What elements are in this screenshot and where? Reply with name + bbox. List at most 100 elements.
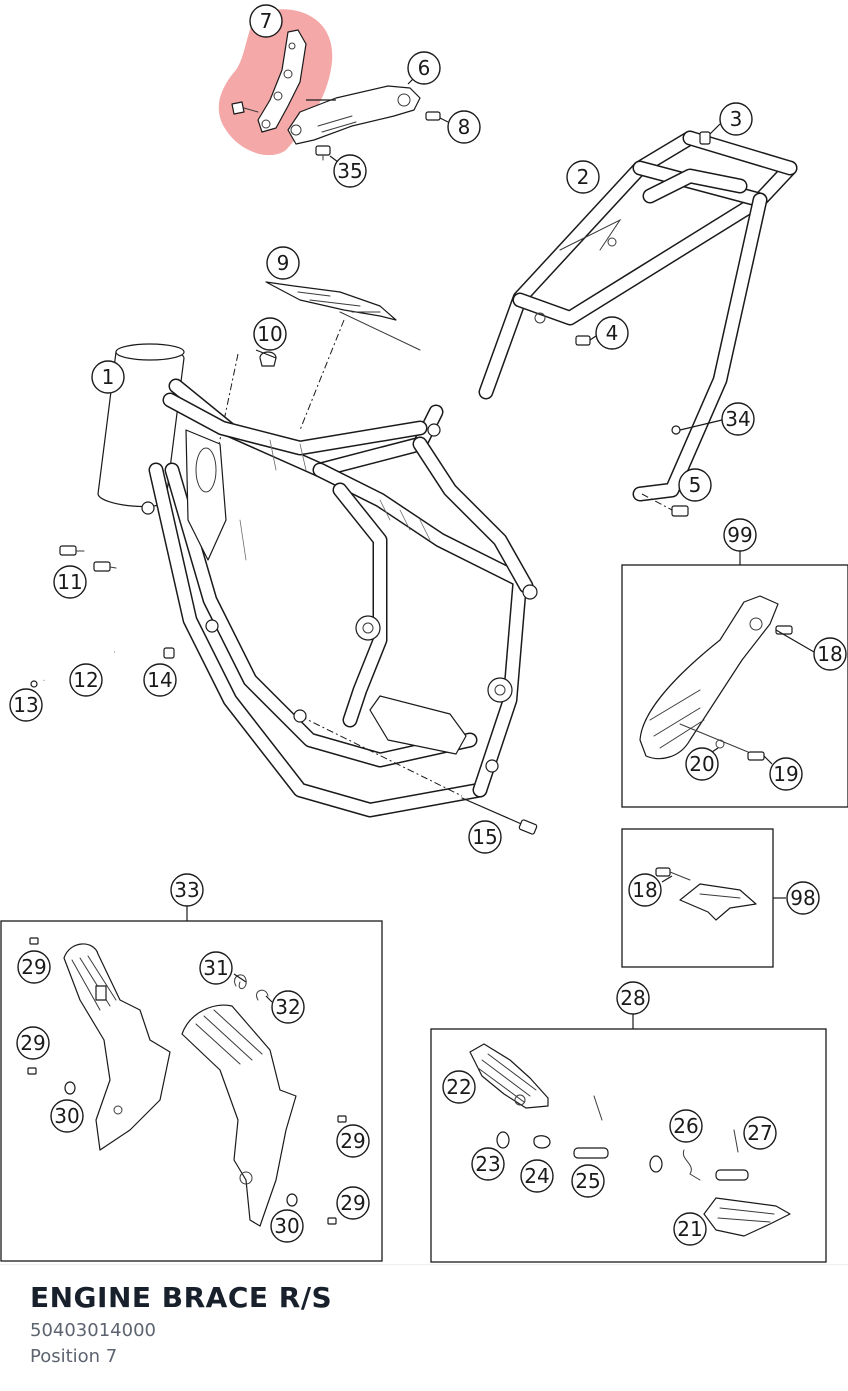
svg-text:23: 23 [475,1152,500,1176]
callout-35[interactable]: 35 [333,154,367,188]
callout-1[interactable]: 1 [91,360,125,394]
svg-text:26: 26 [673,1114,698,1138]
footrest-right-part-21[interactable] [703,1197,791,1237]
callout-18-box98[interactable]: 18 [628,873,662,907]
svg-text:13: 13 [13,693,38,717]
callout-19[interactable]: 19 [769,757,803,791]
svg-text:10: 10 [257,322,282,346]
callout-22[interactable]: 22 [442,1070,476,1104]
svg-text:33: 33 [174,878,199,902]
frame-guard-right-part-33[interactable] [181,1004,297,1227]
slider-part-98[interactable] [655,867,757,921]
callout-11[interactable]: 11 [53,565,87,599]
callout-5[interactable]: 5 [678,468,712,502]
spring-parts-31-32 [234,974,269,1001]
assembly-box-99 [621,564,848,808]
callout-14[interactable]: 14 [143,663,177,697]
callout-29-a[interactable]: 29 [17,950,51,984]
fitting-part-13 [30,680,38,688]
engine-brace-part-7[interactable] [231,29,307,133]
svg-text:9: 9 [277,251,290,275]
svg-text:24: 24 [524,1164,549,1188]
bolt-part-4 [575,335,591,346]
svg-text:20: 20 [689,752,714,776]
svg-text:99: 99 [727,523,752,547]
callout-13[interactable]: 13 [9,688,43,722]
svg-text:14: 14 [147,668,172,692]
assembly-box-33 [0,920,383,1262]
callout-98[interactable]: 98 [786,881,820,915]
pin-part-27 [715,1129,749,1181]
callout-25[interactable]: 25 [571,1164,605,1198]
part-title: ENGINE BRACE R/S [30,1281,333,1314]
callout-29-d[interactable]: 29 [336,1186,370,1220]
part-info-panel: ENGINE BRACE R/S 50403014000 Position 7 [0,1264,848,1391]
callout-2[interactable]: 2 [566,160,600,194]
exploded-parts-diagram: 7 6 8 35 3 2 9 4 10 1 34 5 99 11 18 12 1… [0,4,848,1263]
callout-8[interactable]: 8 [447,110,481,144]
callout-30-b[interactable]: 30 [270,1209,304,1243]
svg-text:35: 35 [337,159,362,183]
callout-29-b[interactable]: 29 [16,1026,50,1060]
svg-text:15: 15 [472,825,497,849]
bolt-part-3 [699,131,711,145]
assembly-box-28 [430,1028,827,1263]
svg-text:25: 25 [575,1169,600,1193]
callout-24[interactable]: 24 [520,1159,554,1193]
callout-3[interactable]: 3 [719,102,753,136]
chain-slider-part-99[interactable] [639,595,793,761]
callout-20[interactable]: 20 [685,747,719,781]
callout-23[interactable]: 23 [471,1147,505,1181]
washers-part-30 [64,1081,298,1207]
bolt-part-34 [671,425,681,435]
svg-text:98: 98 [790,886,815,910]
callout-99[interactable]: 99 [723,518,757,552]
bolt-part-8 [425,111,441,121]
callout-33[interactable]: 33 [170,873,204,907]
svg-text:32: 32 [275,995,300,1019]
svg-text:22: 22 [446,1075,471,1099]
svg-text:29: 29 [340,1129,365,1153]
callout-29-c[interactable]: 29 [336,1124,370,1158]
bolt-part-35 [315,145,331,161]
bolts-part-11 [59,545,117,572]
callout-31[interactable]: 31 [199,951,233,985]
footrest-left-part-22[interactable] [469,1043,549,1109]
svg-text:2: 2 [577,165,590,189]
svg-text:11: 11 [57,570,82,594]
callout-9[interactable]: 9 [266,246,300,280]
svg-text:28: 28 [620,986,645,1010]
frame-guard-left-part-33[interactable] [63,943,171,1151]
plate-part-9[interactable] [265,281,421,431]
callout-18-box99[interactable]: 18 [813,637,847,671]
callout-7[interactable]: 7 [249,4,283,38]
callout-12[interactable]: 12 [69,663,103,697]
svg-text:30: 30 [274,1214,299,1238]
callout-26[interactable]: 26 [669,1109,703,1143]
callout-10[interactable]: 10 [253,317,287,351]
svg-text:30: 30 [54,1104,79,1128]
callout-30-a[interactable]: 30 [50,1099,84,1133]
callout-32[interactable]: 32 [271,990,305,1024]
svg-text:8: 8 [458,115,471,139]
callout-4[interactable]: 4 [595,316,629,350]
nut-part-14 [163,647,175,659]
svg-text:27: 27 [747,1121,772,1145]
callout-34[interactable]: 34 [721,402,755,436]
callout-27[interactable]: 27 [743,1116,777,1150]
callout-21[interactable]: 21 [673,1212,707,1246]
svg-text:19: 19 [773,762,798,786]
callout-6[interactable]: 6 [407,51,441,85]
svg-text:29: 29 [21,955,46,979]
svg-text:3: 3 [730,107,743,131]
callout-28[interactable]: 28 [616,981,650,1015]
washer-part-23 [496,1131,510,1149]
subframe-part-2[interactable] [478,130,798,502]
clip-part-10[interactable] [213,351,277,469]
pin-part-25 [573,1095,609,1159]
spring-part-26 [649,1149,701,1181]
svg-text:4: 4 [606,321,619,345]
callout-15[interactable]: 15 [468,820,502,854]
svg-text:31: 31 [203,956,228,980]
frame-part-1[interactable] [97,343,538,835]
